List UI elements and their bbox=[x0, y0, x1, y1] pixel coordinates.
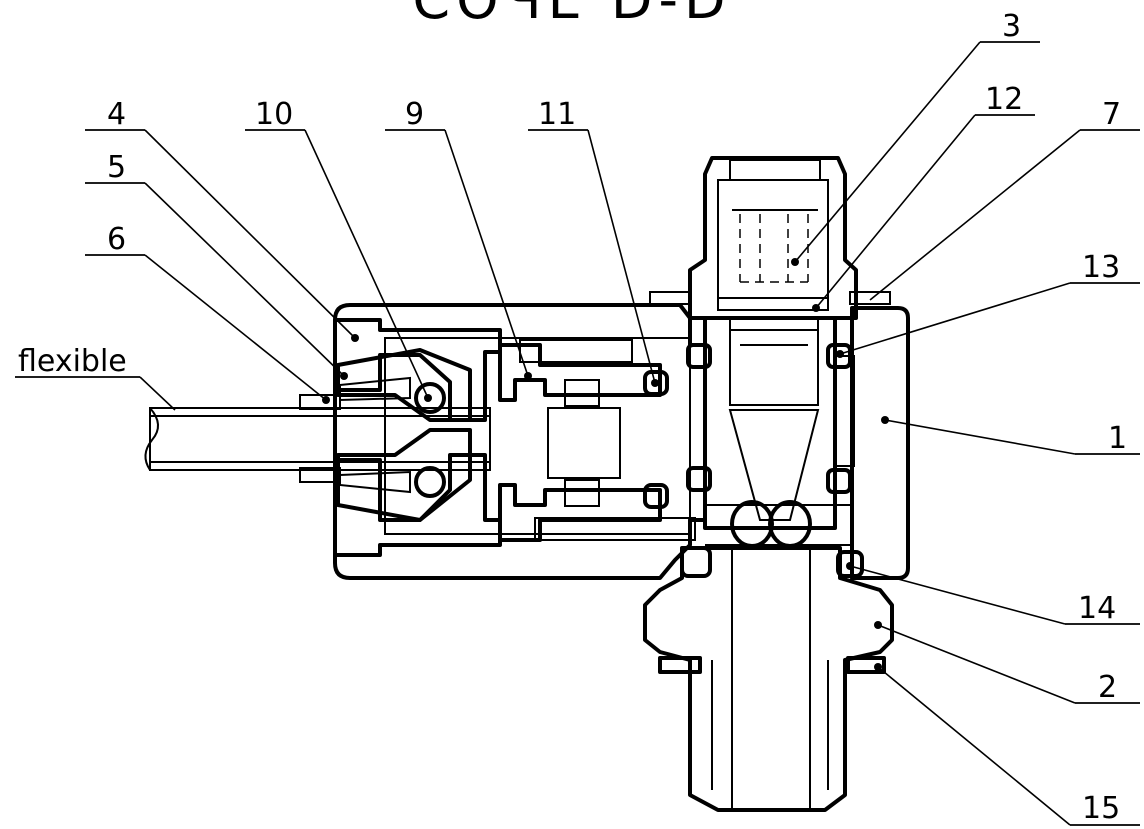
callout-1: 1 bbox=[1108, 421, 1127, 456]
callout-14: 14 bbox=[1078, 591, 1116, 626]
callout-6: 6 bbox=[107, 222, 126, 257]
callout-5: 5 bbox=[107, 150, 126, 185]
callout-3: 3 bbox=[1002, 9, 1021, 44]
part-oring-11 bbox=[643, 370, 669, 509]
part-insert-9 bbox=[498, 343, 662, 542]
callout-flexible: flexible bbox=[18, 344, 127, 379]
part-cap-nut bbox=[649, 156, 891, 320]
part-gasket-15 bbox=[658, 656, 886, 674]
part-flexible-hose bbox=[144, 407, 491, 471]
callout-15: 15 bbox=[1082, 791, 1120, 826]
callout-leaders bbox=[15, 41, 1140, 826]
callout-12: 12 bbox=[985, 82, 1023, 117]
callout-11: 11 bbox=[538, 97, 576, 132]
callout-9: 9 bbox=[405, 97, 424, 132]
part-body-right bbox=[835, 306, 910, 580]
part-cone-5 bbox=[336, 348, 472, 522]
callout-7: 7 bbox=[1102, 97, 1121, 132]
callout-labels: 1 2 3 4 5 6 7 9 10 11 12 13 14 15 flexib… bbox=[18, 9, 1127, 826]
callout-4: 4 bbox=[107, 97, 126, 132]
part-oring-10 bbox=[414, 382, 446, 498]
part-outlet-2 bbox=[643, 546, 894, 812]
part-valve-core bbox=[686, 316, 852, 548]
section-title: СОЧЕ D-D bbox=[412, 0, 731, 31]
callout-13: 13 bbox=[1082, 250, 1120, 285]
callout-2: 2 bbox=[1098, 670, 1117, 705]
callout-10: 10 bbox=[255, 97, 293, 132]
